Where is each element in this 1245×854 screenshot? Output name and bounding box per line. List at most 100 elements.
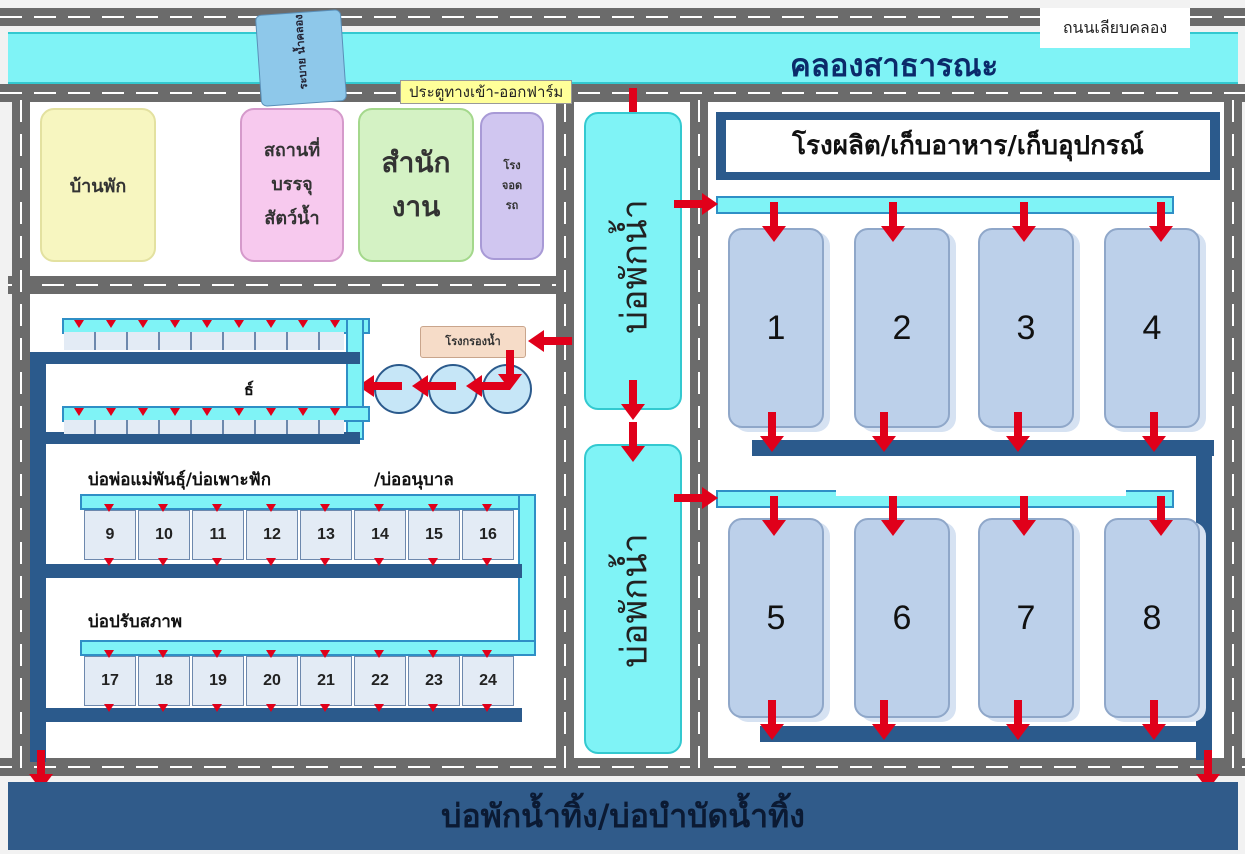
brood-tanks-row-2 [64, 420, 344, 434]
nursery-pond-12: 12 [246, 510, 298, 560]
small-pond-inlet-arrow [158, 504, 168, 512]
reservoir-bottom-label: บ่อพักน้ำ [614, 533, 656, 668]
waste-water-pond: บ่อพักน้ำทิ้ง/บ่อบำบัดน้ำทิ้ง [8, 782, 1238, 850]
nursery-pond-14: 14 [354, 510, 406, 560]
small-pond-inlet-arrow [266, 650, 276, 658]
nursery-pond-9: 9 [84, 510, 136, 560]
feed-pipe-top [716, 196, 1174, 214]
acclim-pond-23: 23 [408, 656, 460, 706]
acclim-pond-21-label: 21 [317, 672, 335, 689]
nursery-pond-13-label: 13 [317, 526, 335, 543]
acclim-pond-18-label: 18 [155, 672, 173, 689]
small-pond-inlet-arrow [266, 504, 276, 512]
acclim-pond-20-label: 20 [263, 672, 281, 689]
nursery-drain [36, 564, 522, 578]
grow-pond-7: 7 [978, 518, 1074, 718]
arrow-tank-2-1 [412, 375, 456, 397]
farm-gate-label: ประตูทางเข้า-ออกฟาร์ม [400, 80, 573, 104]
arrow-reservoir-down [621, 422, 645, 462]
acclim-pond-17-label: 17 [101, 672, 119, 689]
nursery-pipe [80, 494, 536, 510]
grow-pond-8-label: 8 [1142, 598, 1162, 637]
arrow-into-reservoir-bottom [621, 380, 645, 420]
brood-tank-arrow [170, 320, 180, 328]
grow-pond-2: 2 [854, 228, 950, 428]
arrow-tank-3-2 [466, 375, 510, 397]
brood-tank-arrow [106, 408, 116, 416]
brood-tank-arrow [266, 408, 276, 416]
hatchery-drain-left [30, 352, 46, 762]
arrow-reservoir-to-filter [528, 330, 572, 352]
grow-pond-6-label: 6 [892, 598, 912, 637]
drain-right-vertical [1196, 440, 1212, 760]
acclim-pond-24: 24 [462, 656, 514, 706]
public-canal [8, 32, 1238, 84]
arrow-in-4 [1149, 202, 1173, 242]
nursery-pond-12-label: 12 [263, 526, 281, 543]
grow-pond-5: 5 [728, 518, 824, 718]
brood-tank-arrow [138, 408, 148, 416]
grow-pond-6: 6 [854, 518, 950, 718]
brood-tank-arrow [202, 320, 212, 328]
acclimation-label: บ่อปรับสภาพ [88, 612, 183, 632]
small-pond-outlet-arrow [266, 704, 276, 712]
brood-tank-arrow [74, 408, 84, 416]
waste-water-label: บ่อพักน้ำทิ้ง/บ่อบำบัดน้ำทิ้ง [441, 797, 805, 835]
acclim-pond-19: 19 [192, 656, 244, 706]
small-pond-outlet-arrow [374, 558, 384, 566]
filter-house-label: โรงกรองน้ำ [445, 335, 501, 348]
canal-road-label: ถนนเลียบคลอง [1040, 8, 1190, 48]
acclim-pond-24-label: 24 [479, 672, 497, 689]
small-pond-inlet-arrow [374, 650, 384, 658]
road-left-edge [12, 100, 30, 770]
nursery-pond-11: 11 [192, 510, 244, 560]
acclim-pond-23-label: 23 [425, 672, 443, 689]
acclim-pond-18: 18 [138, 656, 190, 706]
water-gate-sign: ระบาย น้ำคลอง [254, 9, 348, 107]
brood-tank-arrow [330, 408, 340, 416]
drain-top [752, 440, 1214, 456]
grow-pond-5-label: 5 [766, 598, 786, 637]
grow-pond-3-label: 3 [1016, 308, 1036, 347]
production-building: โรงผลิต/เก็บอาหาร/เก็บอุปกรณ์ [716, 112, 1220, 180]
grow-pond-1: 1 [728, 228, 824, 428]
small-pond-outlet-arrow [320, 558, 330, 566]
water-gate-label: ระบาย น้ำคลอง [291, 14, 311, 90]
production-label: โรงผลิต/เก็บอาหาร/เก็บอุปกรณ์ [726, 120, 1210, 172]
brood-tank-arrow [234, 320, 244, 328]
small-pond-inlet-arrow [482, 504, 492, 512]
grow-pond-4-label: 4 [1142, 308, 1162, 347]
reservoir-bottom: บ่อพักน้ำ [584, 444, 682, 754]
arrow-in-8 [1149, 496, 1173, 536]
brood-tank-arrow [202, 408, 212, 416]
small-pond-outlet-arrow [212, 704, 222, 712]
arrow-out-6 [872, 700, 896, 740]
office: สำนัก งาน [358, 108, 474, 262]
small-pond-inlet-arrow [374, 504, 384, 512]
acclim-pond-22-label: 22 [371, 672, 389, 689]
garage-label: โรง จอด รถ [501, 159, 523, 212]
road-bottom [0, 758, 1245, 776]
nursery-pond-11-label: 11 [209, 526, 227, 543]
small-pond-outlet-arrow [104, 704, 114, 712]
nursery-pond-15: 15 [408, 510, 460, 560]
arrow-out-3 [1006, 412, 1030, 452]
acclim-pipe [80, 640, 536, 656]
grow-pond-4: 4 [1104, 228, 1200, 428]
garage: โรง จอด รถ [480, 112, 544, 260]
small-pond-inlet-arrow [158, 650, 168, 658]
arrow-in-5 [762, 496, 786, 536]
grow-pond-1-label: 1 [766, 308, 786, 347]
acclim-pond-20: 20 [246, 656, 298, 706]
acclim-pond-22: 22 [354, 656, 406, 706]
small-pond-outlet-arrow [428, 558, 438, 566]
arrow-out-4 [1142, 412, 1166, 452]
road-center-left [556, 100, 574, 770]
acclim-pond-19-label: 19 [209, 672, 227, 689]
brood-drain-top [36, 352, 360, 364]
grow-pond-3: 3 [978, 228, 1074, 428]
small-pond-inlet-arrow [212, 650, 222, 658]
arrow-out-7 [1006, 700, 1030, 740]
small-pond-inlet-arrow [212, 504, 222, 512]
arrow-out-2 [872, 412, 896, 452]
